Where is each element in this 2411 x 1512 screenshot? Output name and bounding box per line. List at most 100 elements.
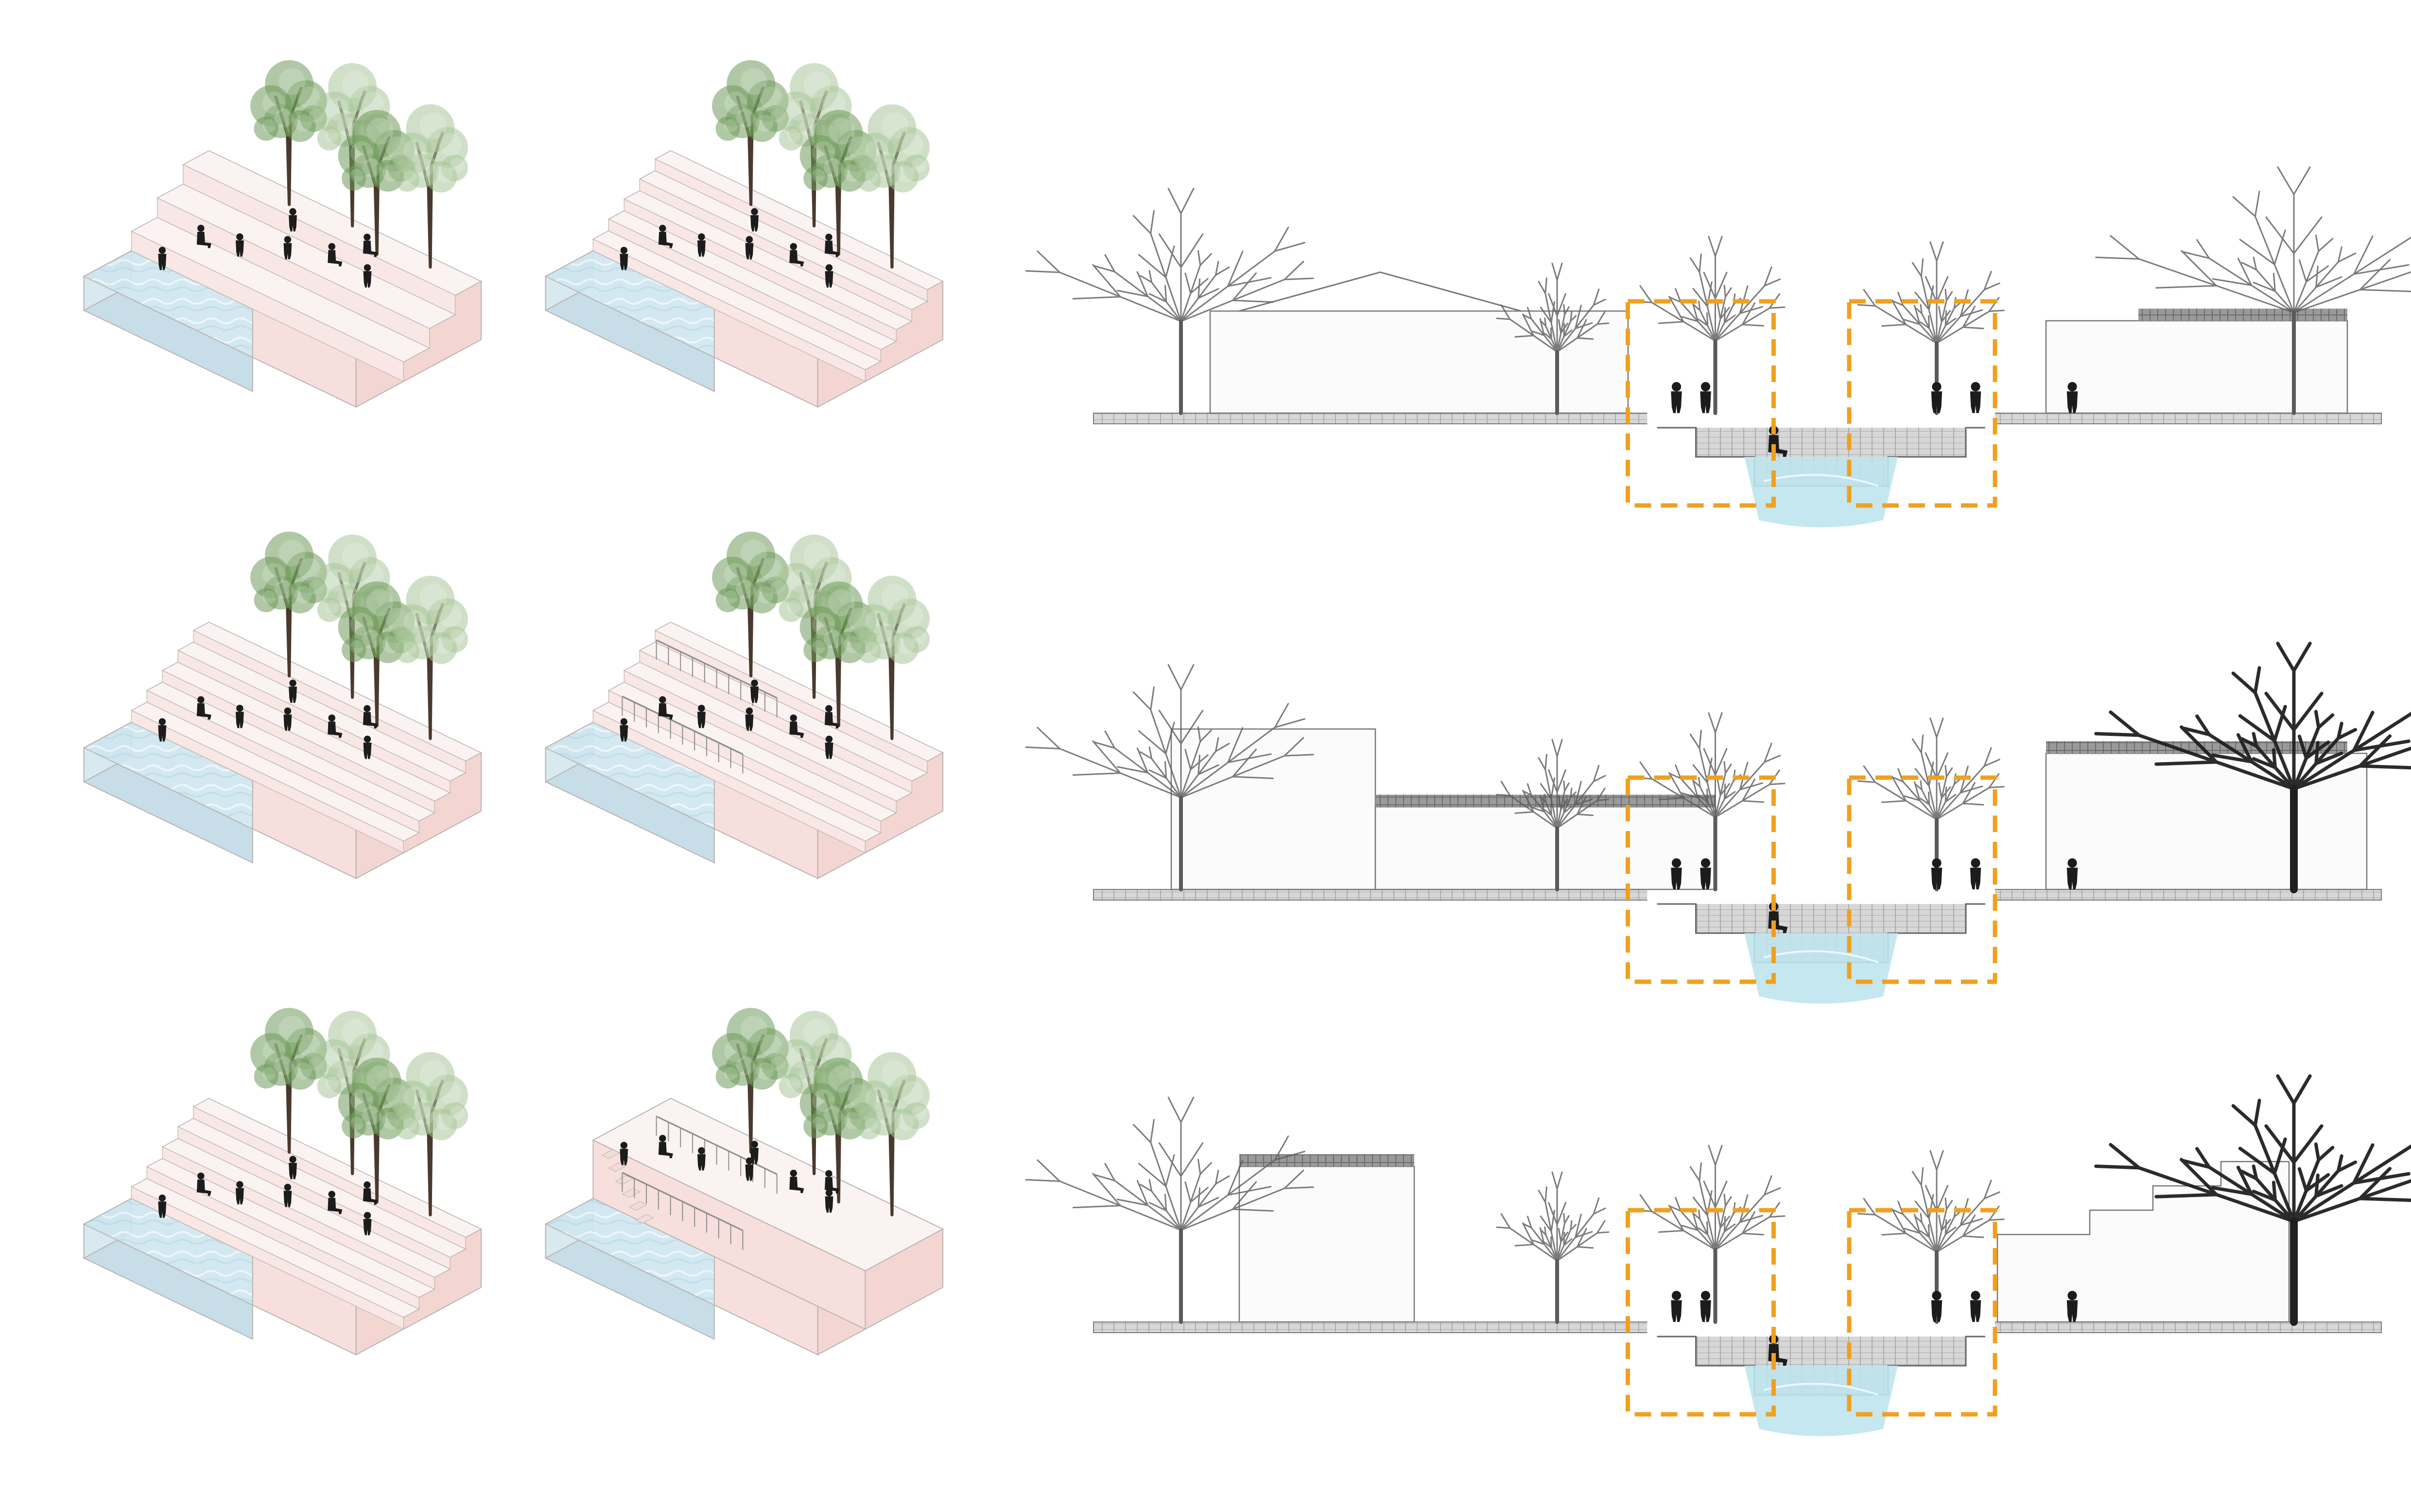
person-icon bbox=[750, 208, 759, 232]
person-icon bbox=[235, 1181, 244, 1205]
person-icon bbox=[1700, 858, 1711, 889]
tree-icon bbox=[250, 531, 327, 678]
water-icon bbox=[1744, 933, 1898, 1004]
tree-icon bbox=[391, 575, 468, 740]
section-drawing bbox=[1025, 642, 2411, 1004]
person-icon bbox=[825, 1189, 833, 1213]
tree-icon bbox=[391, 1052, 468, 1217]
person-icon bbox=[363, 705, 378, 729]
terrace-block bbox=[130, 150, 482, 408]
highlight-frame bbox=[1626, 775, 1776, 984]
person-icon bbox=[1931, 858, 1943, 889]
person-icon bbox=[363, 1212, 372, 1235]
person-icon bbox=[825, 264, 833, 288]
person-icon bbox=[745, 236, 754, 260]
axonometric-block bbox=[544, 1008, 944, 1356]
person-icon bbox=[2066, 1291, 2078, 1322]
person-icon bbox=[697, 705, 706, 729]
roof-icon bbox=[1239, 271, 1522, 312]
tree-icon bbox=[1496, 1171, 1610, 1324]
person-icon bbox=[658, 1135, 673, 1159]
terrace-block bbox=[592, 622, 944, 880]
tree-icon bbox=[853, 575, 930, 740]
person-icon bbox=[1970, 858, 1981, 889]
person-icon bbox=[1970, 382, 1981, 413]
tree-icon bbox=[391, 104, 468, 269]
person-icon bbox=[363, 264, 372, 288]
person-icon bbox=[620, 1142, 628, 1165]
person-icon bbox=[620, 246, 628, 270]
building-wall bbox=[1170, 728, 1376, 890]
person-icon bbox=[328, 1191, 343, 1215]
person-icon bbox=[1970, 1291, 1981, 1322]
person-icon bbox=[328, 714, 343, 738]
person-icon bbox=[658, 225, 673, 248]
water-icon bbox=[544, 1198, 763, 1340]
person-icon bbox=[363, 1181, 378, 1205]
person-icon bbox=[363, 233, 378, 257]
tree-icon bbox=[712, 1008, 789, 1154]
person-icon bbox=[158, 718, 167, 742]
building-wall bbox=[1238, 1165, 1415, 1323]
terrace-block bbox=[130, 1098, 482, 1356]
person-icon bbox=[1931, 1291, 1943, 1322]
building-wall bbox=[2045, 320, 2348, 414]
person-icon bbox=[289, 1156, 297, 1180]
tree-icon bbox=[2094, 1074, 2411, 1326]
person-icon bbox=[158, 1194, 167, 1218]
building-wall bbox=[1996, 1161, 2290, 1323]
person-icon bbox=[750, 679, 759, 703]
person-icon bbox=[2066, 858, 2078, 889]
highlight-frame bbox=[1626, 299, 1776, 508]
tree-icon bbox=[1496, 262, 1610, 415]
stairs-icon bbox=[622, 1188, 641, 1198]
person-icon bbox=[283, 236, 292, 260]
person-icon bbox=[1700, 1291, 1711, 1322]
building-wall bbox=[1374, 806, 1717, 890]
person-icon bbox=[283, 707, 292, 731]
person-icon bbox=[697, 233, 706, 257]
water-icon bbox=[1744, 1366, 1898, 1436]
stairs-icon bbox=[635, 1214, 654, 1224]
tree-icon bbox=[1496, 739, 1610, 891]
tree-icon bbox=[2095, 166, 2411, 415]
person-icon bbox=[825, 735, 833, 759]
person-icon bbox=[1671, 1291, 1682, 1322]
person-icon bbox=[697, 1147, 706, 1171]
tree-icon bbox=[1025, 188, 1314, 415]
axonometric-block bbox=[544, 60, 944, 408]
water-icon bbox=[544, 721, 763, 864]
axonometric-block bbox=[544, 531, 944, 880]
person-icon bbox=[158, 246, 167, 270]
person-icon bbox=[1671, 382, 1682, 413]
section-drawing bbox=[1025, 1074, 2411, 1436]
roof-icon bbox=[2138, 309, 2347, 321]
person-icon bbox=[1931, 382, 1943, 413]
axonometric-block bbox=[83, 1008, 482, 1356]
section-drawings bbox=[1025, 166, 2411, 1436]
person-icon bbox=[658, 696, 673, 720]
stairs-icon bbox=[601, 1149, 620, 1159]
person-icon bbox=[363, 735, 372, 759]
roof-icon bbox=[1239, 1154, 1414, 1166]
person-icon bbox=[196, 696, 211, 720]
tree-icon bbox=[853, 1052, 930, 1217]
stairs-icon bbox=[628, 1201, 647, 1211]
person-icon bbox=[289, 679, 297, 703]
person-icon bbox=[196, 1172, 211, 1196]
axonometric-diagrams bbox=[83, 60, 944, 1356]
axonometric-block bbox=[83, 60, 482, 408]
person-icon bbox=[824, 705, 839, 729]
person-icon bbox=[789, 714, 804, 738]
axonometric-block bbox=[83, 531, 482, 880]
person-icon bbox=[620, 718, 628, 742]
tree-icon bbox=[1025, 664, 1314, 891]
railing-icon bbox=[622, 1115, 778, 1250]
railing-icon bbox=[622, 639, 778, 774]
tree-icon bbox=[250, 60, 327, 206]
tree-icon bbox=[2094, 642, 2411, 893]
highlight-frame bbox=[1847, 299, 1997, 508]
person-icon bbox=[2066, 382, 2078, 413]
person-icon bbox=[235, 233, 244, 257]
person-icon bbox=[283, 1183, 292, 1207]
